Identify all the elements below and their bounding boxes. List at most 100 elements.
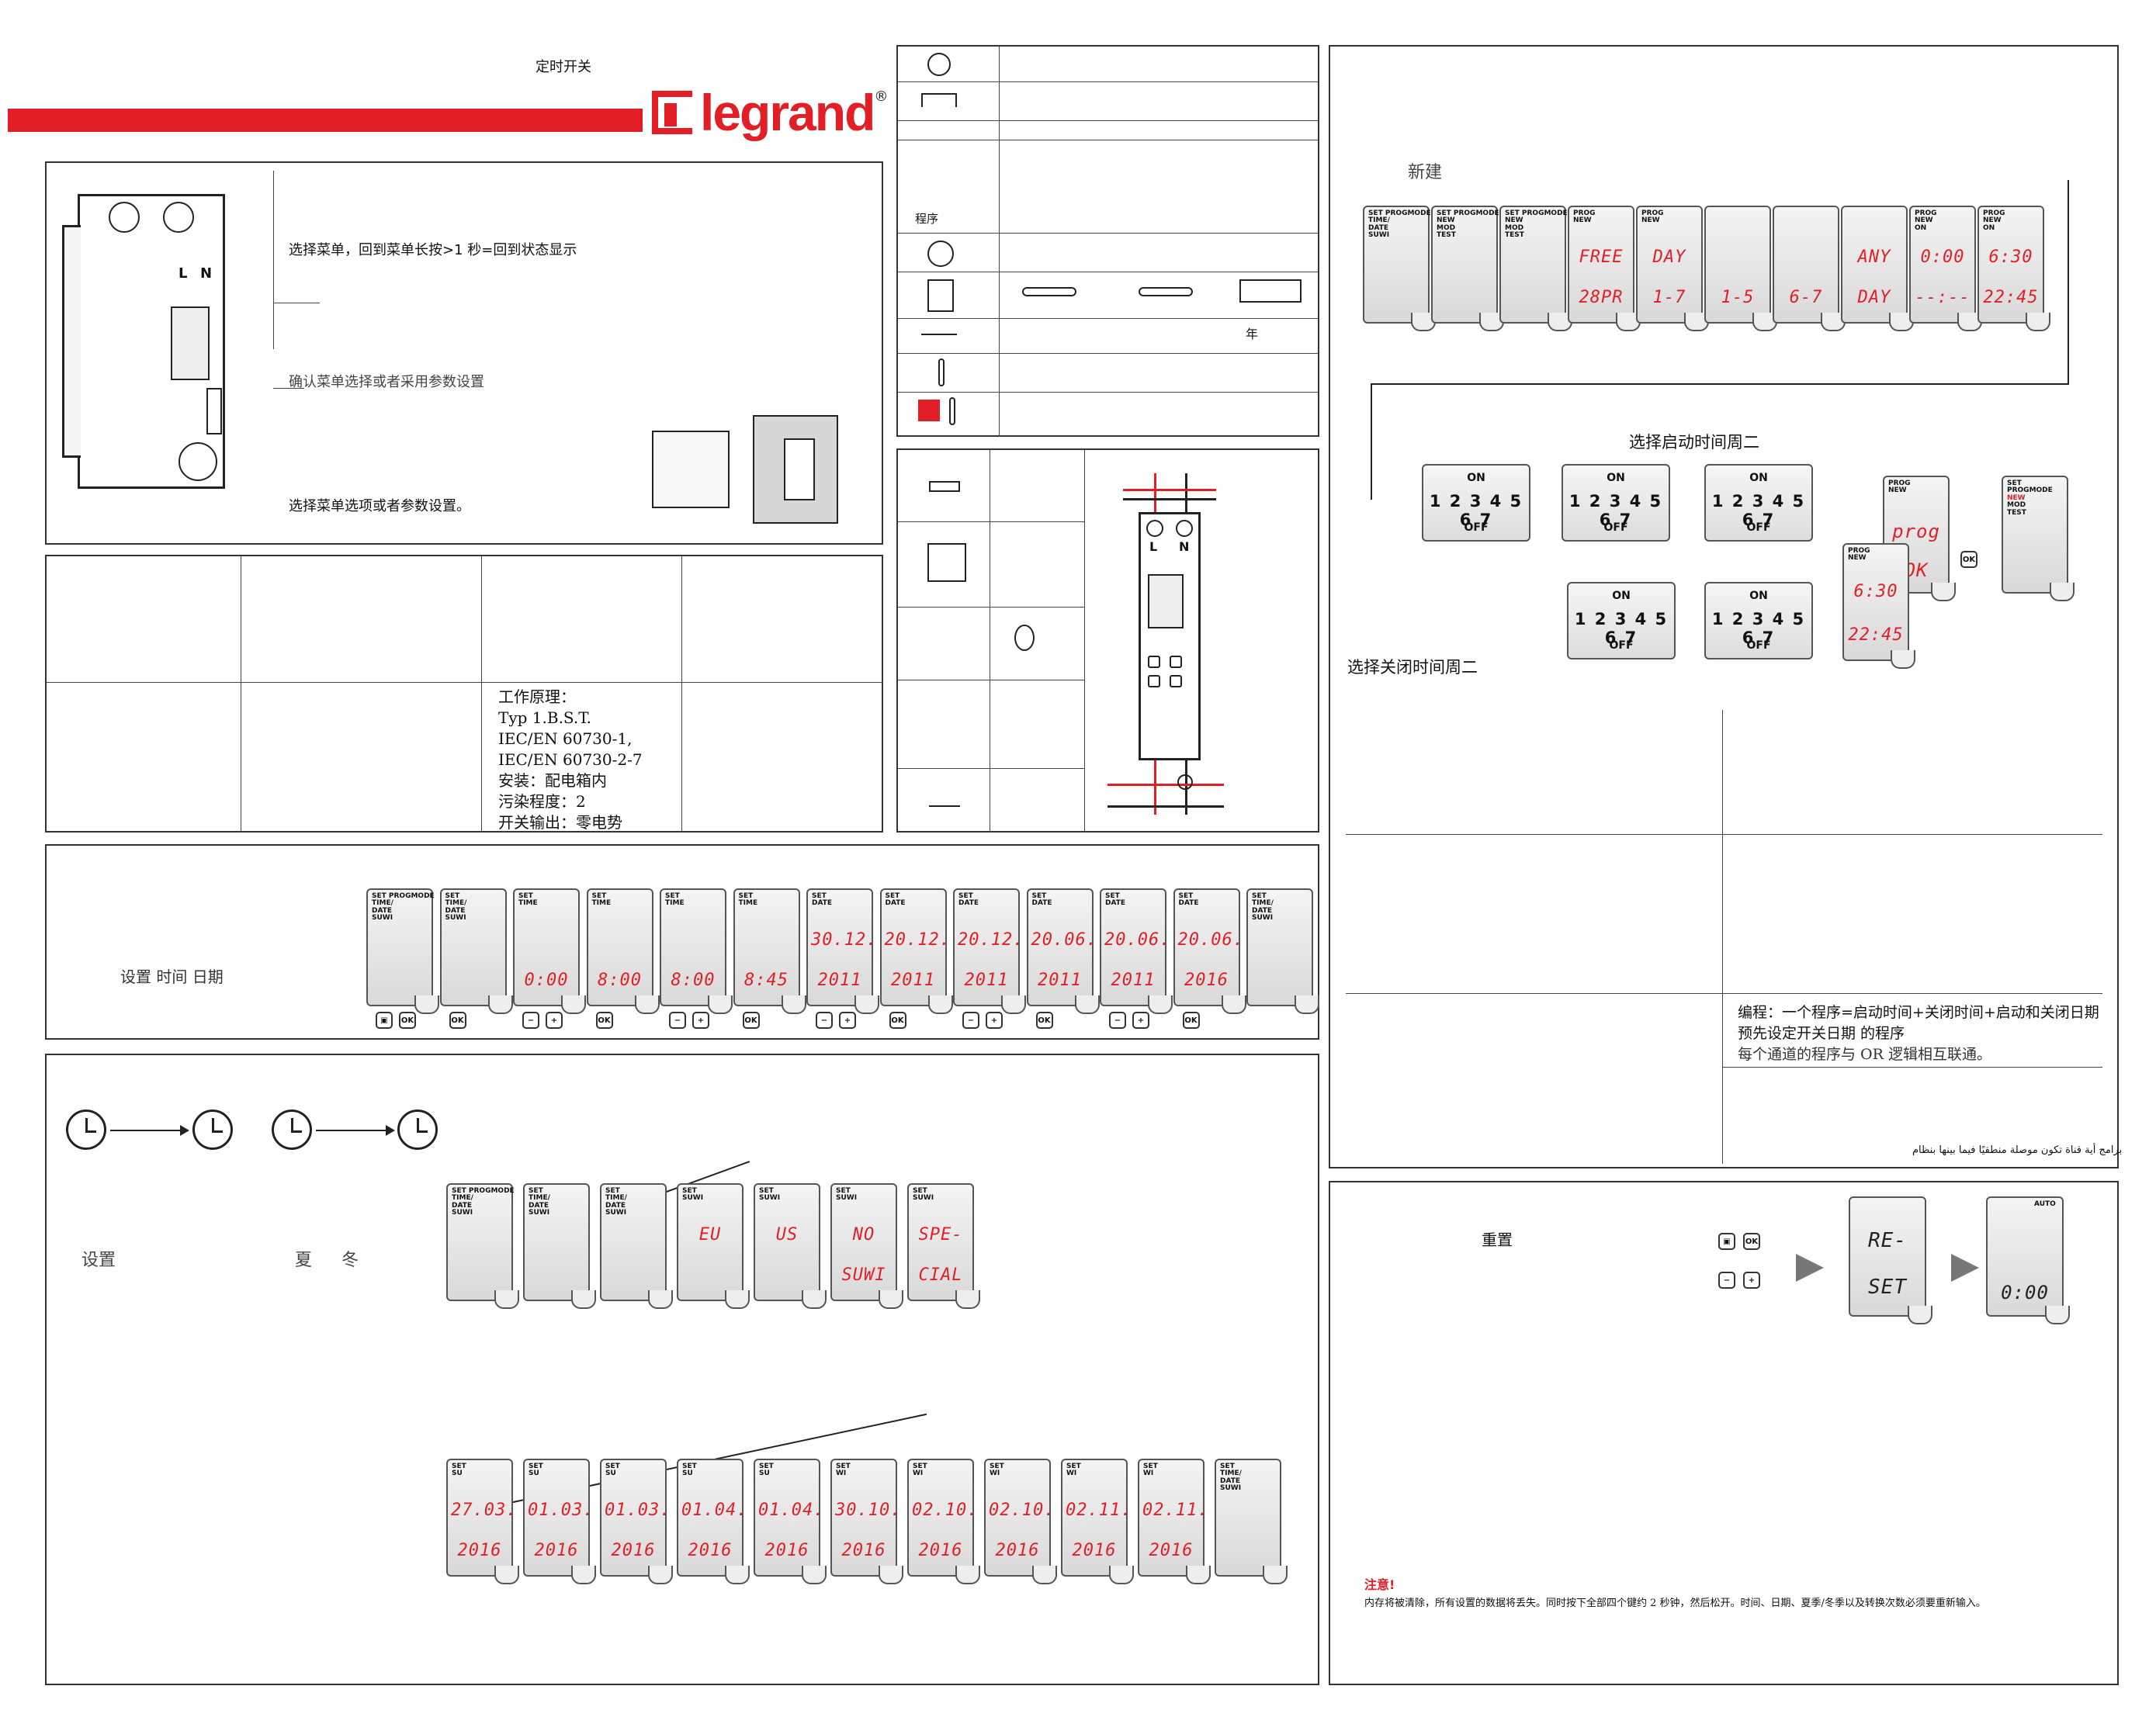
minus-key[interactable]: − <box>1109 1012 1126 1029</box>
lcd-top-value: NO <box>852 1225 875 1245</box>
lcd-bottom-value: 2016 <box>995 1541 1040 1560</box>
lcd-bottom-value: 2016 <box>918 1541 963 1560</box>
resistive-load-icon <box>929 481 960 492</box>
set-key[interactable]: ▣ <box>1718 1233 1735 1250</box>
ok-key[interactable]: OK <box>399 1012 416 1029</box>
device-display <box>171 306 210 380</box>
lcd-tag: SET SU <box>759 1463 774 1478</box>
lcd-tag: SET TIME/ DATE SUWI <box>1252 892 1274 923</box>
terminal-icon <box>927 279 954 312</box>
plus-key[interactable]: + <box>986 1012 1003 1029</box>
on-off-off: OFF <box>1609 639 1634 652</box>
ok-key[interactable]: OK <box>742 1012 760 1029</box>
ok-key[interactable]: OK <box>1182 1012 1200 1029</box>
lcd-auto: AUTO 0:00 <box>1986 1196 2070 1324</box>
select-on-label: 选择启动时间周二 <box>1629 433 1759 452</box>
lcd-bottom-value: --:-- <box>1915 288 1971 307</box>
flow-line <box>1371 383 1372 500</box>
lcd-bottom-value: 2011 <box>964 971 1009 990</box>
lcd-tag: PROG NEW <box>1573 209 1596 225</box>
screwdriver-icon <box>1022 287 1076 296</box>
lcd-tag: SET TIME/ DATE SUWI <box>529 1187 550 1217</box>
lcd-bottom-value: CIAL <box>918 1265 963 1285</box>
minus-key[interactable]: − <box>1718 1272 1735 1289</box>
lcd-top-value: 0:00 <box>1920 248 1965 267</box>
minus-key[interactable]: − <box>962 1012 979 1029</box>
lcd-bottom-value: 1-7 <box>1652 288 1686 307</box>
plus-key[interactable]: + <box>546 1012 563 1029</box>
lcd-top-value: US <box>775 1225 799 1245</box>
cabinet-illustration <box>652 415 838 531</box>
spec-line: 开关输出：零电势 <box>498 813 622 832</box>
lcd-bottom-value: 2016 <box>1072 1541 1117 1560</box>
plus-key[interactable]: + <box>1132 1012 1149 1029</box>
lcd-tag: SET TIME/ DATE SUWI <box>445 892 467 923</box>
plus-key[interactable]: + <box>692 1012 709 1029</box>
red-header-bar <box>8 109 643 132</box>
ok-key[interactable]: OK <box>1035 1012 1053 1029</box>
program-label: 程序 <box>915 212 939 226</box>
set-key[interactable]: ▣ <box>376 1012 393 1029</box>
minus-key[interactable]: − <box>816 1012 833 1029</box>
lcd-bottom-value: 6-7 <box>1789 288 1823 307</box>
lcd-top-value: 20.12. <box>958 930 1024 950</box>
minus-key[interactable]: − <box>669 1012 686 1029</box>
lcd-bottom-value: 1-5 <box>1721 288 1755 307</box>
plus-key[interactable]: + <box>839 1012 856 1029</box>
ok-key[interactable]: OK <box>595 1012 613 1029</box>
reset-final-time: 0:00 <box>2001 1282 2049 1303</box>
ok-description: 确认菜单选择或者采用参数设置 <box>289 374 484 390</box>
led-icon <box>929 791 960 807</box>
time-date-label: 设置 时间 日期 <box>120 968 224 986</box>
plus-key[interactable]: + <box>1743 1272 1760 1289</box>
device-illustration: L N <box>62 194 233 489</box>
lcd-reset: RE- SET <box>1849 1196 1932 1324</box>
legrand-logo: legrand ® <box>652 84 888 141</box>
logo-mark-icon <box>652 91 692 134</box>
reset-label: 重置 <box>1482 1231 1513 1249</box>
lcd-bottom-value: 2011 <box>1111 971 1156 990</box>
cable-icon <box>1239 279 1302 303</box>
clock-icon <box>397 1110 438 1150</box>
contact-icon <box>921 93 957 107</box>
lcd-bottom-value: 2016 <box>1149 1541 1194 1560</box>
wiring-l: L <box>1149 539 1158 554</box>
lcd-tag: SET TIME/ DATE SUWI <box>1220 1463 1242 1493</box>
new-program-label: 新建 <box>1408 163 1443 182</box>
ok-key[interactable]: OK <box>449 1012 466 1029</box>
ok-key[interactable]: OK <box>1743 1233 1760 1250</box>
bulb-icon <box>1014 625 1035 651</box>
note-title: 注意! <box>1364 1577 1395 1592</box>
menu-description: 选择菜单，回到菜单长按>1 秒=回到状态显示 <box>289 242 577 258</box>
thermometer-icon <box>949 397 955 425</box>
lcd-tag: SET WI <box>990 1463 1004 1478</box>
spec-lines: 工作原理： Typ 1.B.S.T. IEC/EN 60730-1, IEC/E… <box>498 687 643 833</box>
note-line: 每个通道的程序与 OR 逻辑相互联通。 <box>1738 1046 1991 1063</box>
reset-panel: 重置 ▣ OK − + RE- SET AUTO 0:00 注意! 内存将被清除… <box>1329 1181 2119 1685</box>
on-off-off: OFF <box>1603 521 1628 534</box>
lcd-tag: SET WI <box>836 1463 851 1478</box>
ok-key[interactable]: OK <box>889 1012 906 1029</box>
ok-key[interactable]: OK <box>1960 551 1977 568</box>
lcd-top-value: SPE- <box>918 1225 963 1245</box>
spec-line: 安装：配电箱内 <box>498 771 607 790</box>
minus-key[interactable]: − <box>522 1012 539 1029</box>
lcd-bottom-value: 28PR <box>1579 288 1624 307</box>
lcd-top-value: 30.10. <box>835 1501 902 1520</box>
lcd-screen: SET PROGMODE TIME/ DATE SUWI <box>1363 206 1436 331</box>
on-off-off: OFF <box>1746 521 1771 534</box>
on-off-off: OFF <box>1464 521 1489 534</box>
flow-line <box>1371 383 2069 385</box>
clock-icon <box>927 241 954 267</box>
lcd-bottom-value: 2016 <box>534 1541 579 1560</box>
final-on-time: 6:30 <box>1853 582 1898 601</box>
on-off-on: ON <box>1749 590 1768 602</box>
